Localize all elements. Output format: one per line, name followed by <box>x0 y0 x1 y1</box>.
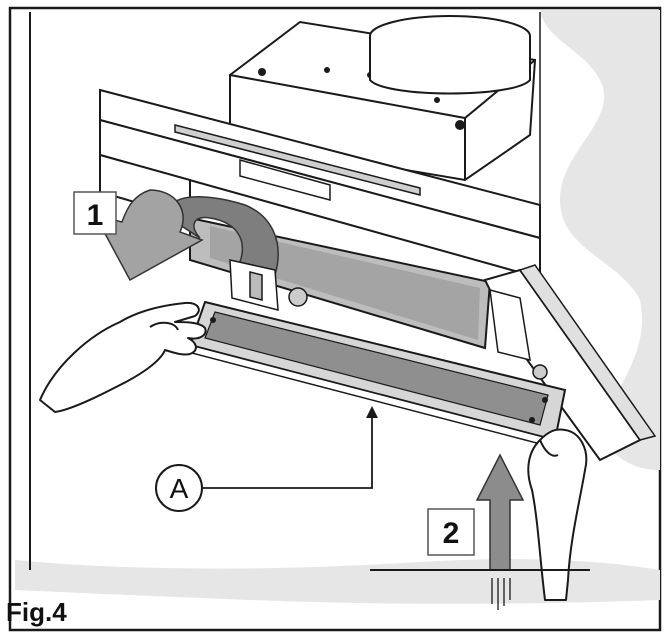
callout-leader-a-tip <box>366 406 378 418</box>
figure-caption: Fig.4 <box>6 597 67 627</box>
step-2-box <box>427 508 475 556</box>
rotate-arrow <box>93 189 279 282</box>
duct-collar <box>369 15 531 95</box>
right-hand <box>527 428 588 601</box>
hinge-bracket-right <box>489 288 548 380</box>
step-1-label: 1 <box>87 199 104 232</box>
step-2-label: 2 <box>443 517 460 550</box>
grease-filter-panel <box>187 300 567 448</box>
hood-side-strip <box>518 264 657 441</box>
callout-leader-a <box>202 410 373 489</box>
step-1-box <box>73 191 117 235</box>
hood-slot <box>174 124 421 201</box>
part-a-circle <box>155 464 203 512</box>
left-hand <box>39 301 207 413</box>
hinge-bracket-left <box>229 259 308 311</box>
part-a-label: A <box>170 473 189 504</box>
